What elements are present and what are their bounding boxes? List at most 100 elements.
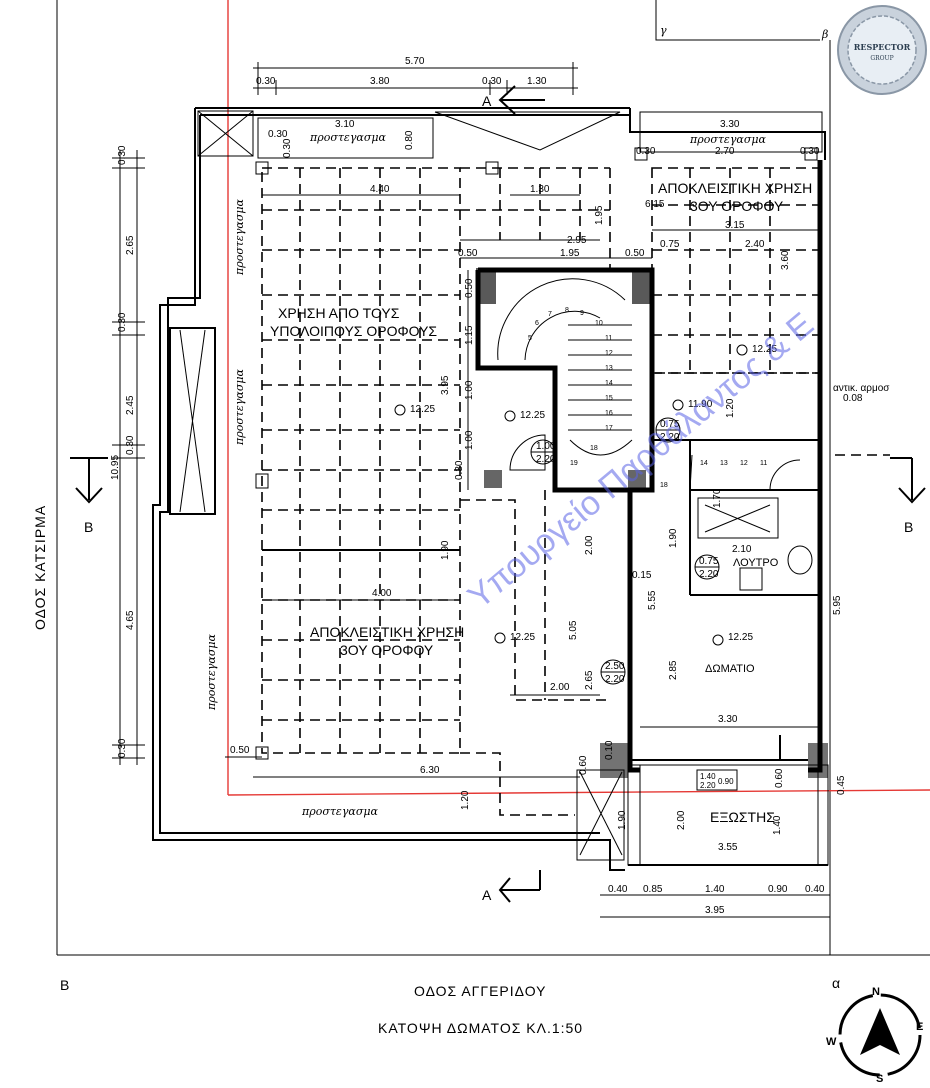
dim-bottom-3: 1.40 xyxy=(705,884,725,895)
dim-left-4: 2.45 xyxy=(125,395,136,415)
corner-beta: β xyxy=(821,28,828,41)
property-frame xyxy=(56,0,930,956)
stair-step-8: 8 xyxy=(565,307,569,314)
door-tag-2-w: 0.75 xyxy=(660,419,680,430)
stair2-step-14: 14 xyxy=(700,460,708,467)
parapet-label-side-1: προστεγασμα xyxy=(233,199,246,276)
drawing-title: ΚΑΤΟΨΗ ΔΩΜΑΤΟΣ ΚΛ.1:50 xyxy=(378,1020,583,1036)
dim-side-050: 0.50 xyxy=(464,278,475,298)
level-upper-right: 12.25 xyxy=(752,344,777,355)
stair-step-14: 14 xyxy=(605,380,613,387)
room-balcony: ΕΞΩΣΤΗΣ xyxy=(710,809,775,825)
room-exclusive-lower-line1: ΑΠΟΚΛΕΙΣΤΙΚΗ ΧΡΗΣΗ xyxy=(310,624,464,640)
parapet-label-left: προστεγασμα xyxy=(309,131,386,144)
stair-step-19: 19 xyxy=(570,460,578,467)
section-mark-b-right: B xyxy=(904,519,913,535)
dim-015: 0.15 xyxy=(632,570,652,581)
dim-wc-w: 2.10 xyxy=(732,544,752,555)
door-tag-2-h: 2.20 xyxy=(660,432,680,443)
dim-left-6: 4.65 xyxy=(125,610,136,630)
dim-left-2: 2.65 xyxy=(125,235,136,255)
dim-190: 1.90 xyxy=(440,540,451,560)
door-tag-4-h: 2.20 xyxy=(699,569,719,580)
room-common-line1: ΧΡΗΣΗ ΑΠΟ ΤΟΥΣ xyxy=(278,305,400,321)
dim-left-7: 0.30 xyxy=(117,738,128,758)
parapet-label-right: προστεγασμα xyxy=(689,133,766,146)
dim-stair-1: 0.50 xyxy=(458,248,478,259)
dim-200c: 2.00 xyxy=(676,810,687,830)
level-main-2: 12.25 xyxy=(520,410,545,421)
dim-075: 0.75 xyxy=(660,239,680,250)
stair-step-10: 10 xyxy=(595,320,603,327)
dim-130: 1.30 xyxy=(530,184,550,195)
compass-n: N xyxy=(872,986,880,998)
door-tag-1-w: 1.00 xyxy=(536,441,556,452)
setback-note-1: αντικ. αρμοσ xyxy=(833,383,890,394)
dim-240: 2.40 xyxy=(745,239,765,250)
stair-step-7: 7 xyxy=(548,311,552,318)
corner-alpha: α xyxy=(832,975,840,991)
dim-400: 4.00 xyxy=(372,588,392,599)
dim-stair-2: 1.95 xyxy=(560,248,580,259)
stair2-step-13: 13 xyxy=(720,460,728,467)
stair-step-13: 13 xyxy=(605,365,613,372)
dim-top-total: 5.70 xyxy=(405,56,425,67)
dim-190c: 1.90 xyxy=(617,810,628,830)
level-markers: 12.25 12.25 12.25 12.25 12.25 11.90 αντι… xyxy=(394,344,890,646)
dim-parapet-left-t: 0.30 xyxy=(268,129,288,140)
dim-room-w: 3.30 xyxy=(718,714,738,725)
dim-right-top-4: 0.30 xyxy=(800,146,820,157)
site-boundary xyxy=(227,0,930,796)
dim-285: 2.85 xyxy=(668,660,679,680)
door-tag-3-w: 2.50 xyxy=(605,661,625,672)
dim-right-top-2: 2.70 xyxy=(715,146,735,157)
dim-440: 4.40 xyxy=(370,184,390,195)
section-marks: A A B B xyxy=(70,85,926,903)
street-left: ΟΔΟΣ ΚΑΤΣΙΡΜΑ xyxy=(32,505,48,630)
dim-side-030: 0.30 xyxy=(454,460,465,480)
dim-265: 2.65 xyxy=(584,670,595,690)
terrace-grid xyxy=(255,161,610,760)
stair2-step-18: 18 xyxy=(660,482,668,489)
parapet-label-side-2: προστεγασμα xyxy=(233,369,246,446)
level-room: 12.25 xyxy=(728,632,753,643)
dim-balcony-w: 3.55 xyxy=(718,842,738,853)
dim-060b: 0.60 xyxy=(578,755,589,775)
dim-630: 6.30 xyxy=(420,765,440,776)
room-exclusive-upper-line1: ΑΠΟΚΛΕΙΣΤΙΚΗ ΧΡΗΣΗ xyxy=(658,180,812,196)
logo-text-1: RESPECTOR xyxy=(854,42,911,52)
stair-step-5: 5 xyxy=(528,335,532,342)
level-stair-top: 11.90 xyxy=(688,399,713,410)
window-tag-h: 2.20 xyxy=(700,781,716,790)
dim-stair-3: 0.50 xyxy=(625,248,645,259)
compass-e: E xyxy=(916,1021,923,1033)
top-dimension-chain: 5.70 0.30 3.80 0.30 1.30 xyxy=(253,56,578,95)
upper-right-grid xyxy=(634,147,821,374)
stair-step-18: 18 xyxy=(590,445,598,452)
dim-195a: 1.95 xyxy=(594,205,605,225)
window-tag-w: 1.40 xyxy=(700,772,716,781)
dim-parapet-left-w: 3.10 xyxy=(335,119,355,130)
dim-top-2: 3.80 xyxy=(370,76,390,87)
room-dwmatio: ΔΩΜΑΤΙΟ xyxy=(705,663,755,675)
stair-step-12: 12 xyxy=(605,350,613,357)
room-exclusive-lower-line2: 3ΟΥ ΟΡΟΦΟΥ xyxy=(340,642,434,658)
dim-left-total: 10.95 xyxy=(110,455,121,480)
dim-595: 5.95 xyxy=(832,595,843,615)
dim-bottom-2: 0.85 xyxy=(643,884,663,895)
dim-bottom-5: 0.40 xyxy=(805,884,825,895)
dim-bottom-1: 0.40 xyxy=(608,884,628,895)
door-tags: 1.00 2.20 0.75 2.20 2.50 2.20 0.75 2.20 … xyxy=(530,417,738,791)
dim-120b: 1.20 xyxy=(460,790,471,810)
dim-170: 1.70 xyxy=(712,488,723,508)
room-exclusive-upper-line2: 3ΟΥ ΟΡΟΦΟΥ xyxy=(690,198,784,214)
section-mark-b-left: B xyxy=(84,519,93,535)
stair-step-6: 6 xyxy=(535,320,539,327)
dim-top-3: 0.30 xyxy=(482,76,502,87)
compass-s: S xyxy=(876,1073,883,1085)
respector-logo: RESPECTOR GROUP xyxy=(837,5,927,95)
dim-200: 2.00 xyxy=(584,535,595,555)
street-bottom: ΟΔΟΣ ΑΓΓΕΡΙΔΟΥ xyxy=(414,983,546,999)
dim-bottom-4: 0.90 xyxy=(768,884,788,895)
dim-right-top-3: 0.30 xyxy=(636,146,656,157)
